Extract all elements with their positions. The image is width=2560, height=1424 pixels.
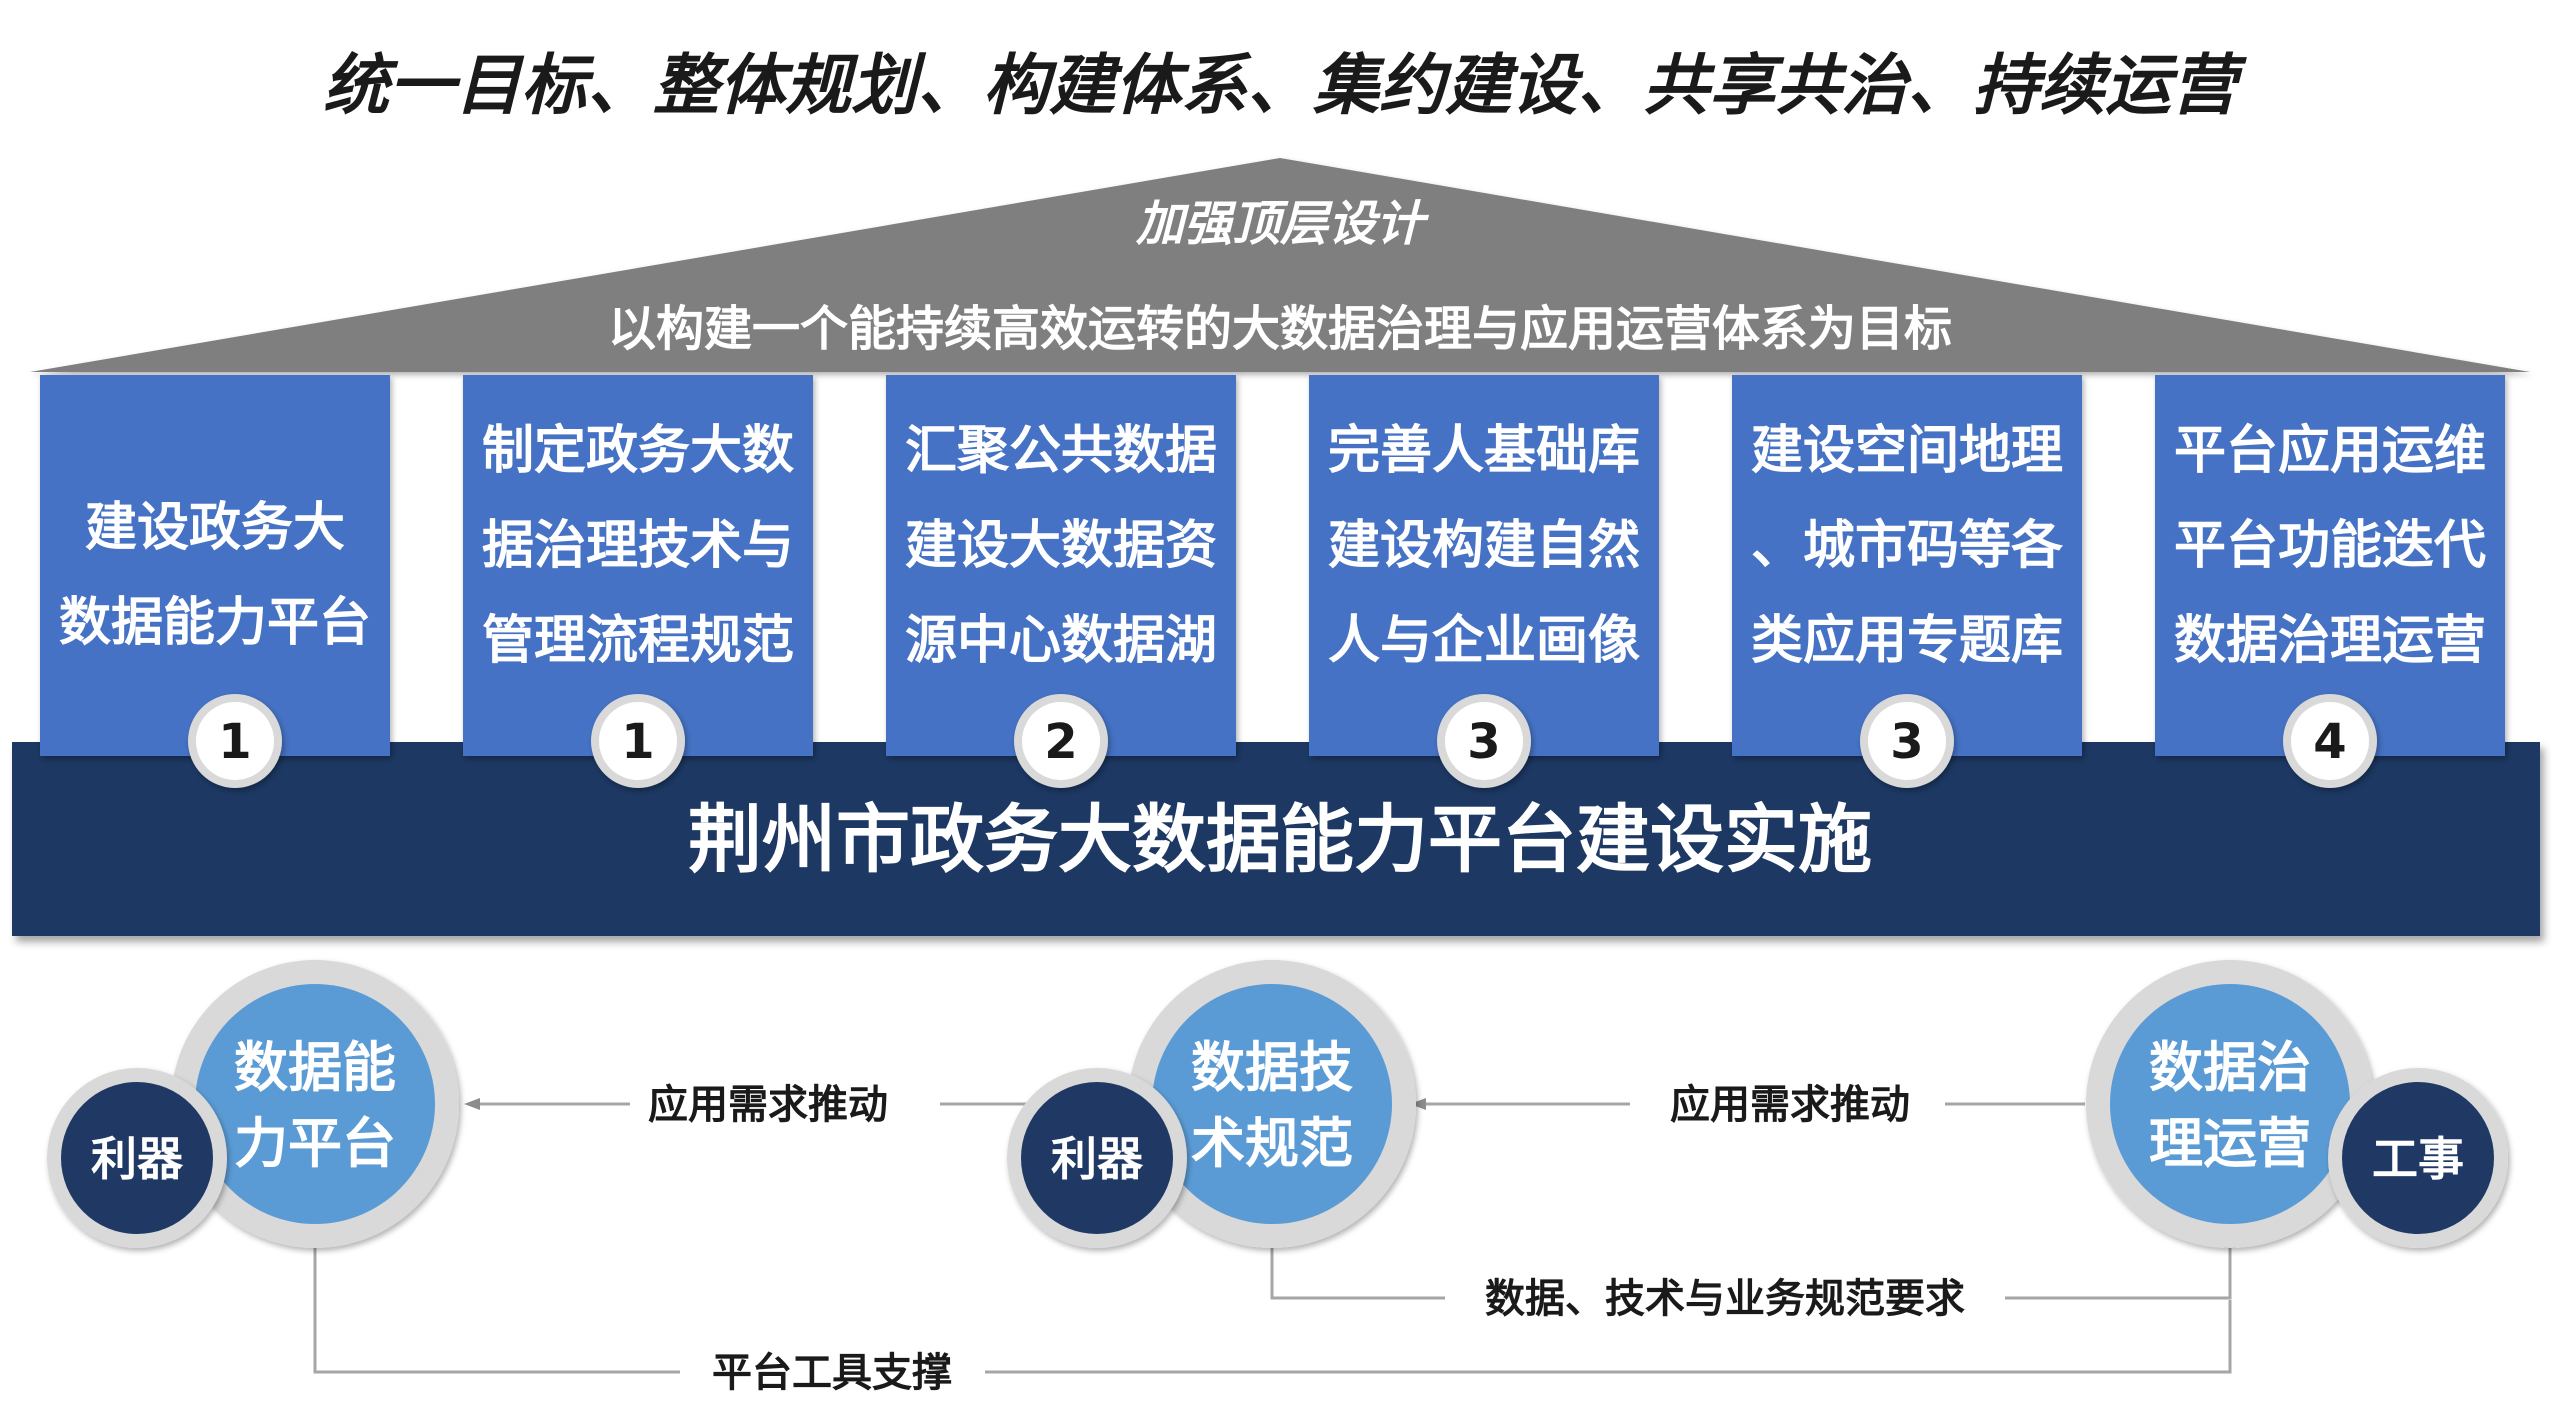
pillar-text-line: 建设构建自然 xyxy=(1328,516,1640,576)
tool-line-b xyxy=(985,1300,2232,1374)
circle-main-disc xyxy=(1152,984,1392,1224)
pillar-number: 1 xyxy=(218,714,251,770)
drive-left-label: 应用需求推动 xyxy=(648,1082,888,1128)
pillar-number: 3 xyxy=(1890,714,1923,770)
pillar-number-disc xyxy=(2291,702,2369,780)
pillar-text-line: 平台功能迭代 xyxy=(2174,516,2486,576)
drive-right-label: 应用需求推动 xyxy=(1670,1082,1910,1128)
pillar-text-line: 管理流程规范 xyxy=(482,611,794,671)
pillar-text-line: 源中心数据湖 xyxy=(905,611,1217,671)
pillar-text-line: 据治理技术与 xyxy=(482,516,794,576)
pillar-box xyxy=(40,375,390,756)
badge-disc xyxy=(1021,1082,1173,1234)
platform-bar xyxy=(12,742,2540,936)
pillar-number: 4 xyxy=(2313,714,2346,770)
pillar-box xyxy=(463,375,813,756)
headline: 统一目标、整体规划、构建体系、集约建设、共享共治、持续运营 xyxy=(323,47,2247,124)
capability-circle: 数据治理运营 工事 xyxy=(2086,960,2508,1248)
platform-bar-label: 荆州市政务大数据能力平台建设实施 xyxy=(688,797,1872,883)
badge-disc xyxy=(61,1082,213,1234)
pillar-box xyxy=(886,375,1236,756)
spec-line-b xyxy=(2005,1232,2236,1300)
pillar-text-line: 汇聚公共数据 xyxy=(905,421,1217,481)
tool-support-label: 平台工具支撑 xyxy=(712,1350,952,1396)
pillar-text-line: 建设政务大 xyxy=(85,498,345,558)
circle-main-text: 术规范 xyxy=(1191,1112,1353,1175)
pillar-number-disc xyxy=(599,702,677,780)
circle-main-text: 数据治 xyxy=(2149,1036,2311,1099)
circle-main-disc xyxy=(195,984,435,1224)
pillar-text-line: 人与企业画像 xyxy=(1328,611,1640,671)
pillar-number-disc xyxy=(1022,702,1100,780)
circle-main-text: 力平台 xyxy=(234,1112,396,1175)
spec-requirement-label: 数据、技术与业务规范要求 xyxy=(1485,1276,1965,1322)
circle-main-disc xyxy=(2110,984,2350,1224)
pillar-text-line: 类应用专题库 xyxy=(1751,611,2063,671)
roof-title: 加强顶层设计 xyxy=(1135,196,1430,252)
circle-main-text: 数据技 xyxy=(1191,1036,1353,1099)
pillar-number: 1 xyxy=(621,714,654,770)
pillar-text-line: 数据治理运营 xyxy=(2174,611,2486,671)
pillar-text-line: 制定政务大数 xyxy=(482,421,794,481)
pillar-number-disc xyxy=(1445,702,1523,780)
pillar-number: 2 xyxy=(1044,714,1077,770)
connectors xyxy=(313,1098,2236,1374)
pillar-box xyxy=(2155,375,2505,756)
badge-text: 利器 xyxy=(91,1132,184,1186)
pillar-number-disc xyxy=(1868,702,1946,780)
circles: 数据能力平台利器数据技术规范利器数据治理运营工事 xyxy=(47,960,2508,1248)
badge-disc xyxy=(2342,1082,2494,1234)
spec-line-a xyxy=(1270,1238,1445,1300)
pillar-box xyxy=(1732,375,2082,756)
pillar-box xyxy=(1309,375,1659,756)
badge-text: 利器 xyxy=(1051,1132,1144,1186)
circle-main-text: 数据能 xyxy=(234,1036,396,1099)
pillar-text-line: 建设空间地理 xyxy=(1751,421,2063,481)
pillar-text-line: 建设大数据资 xyxy=(905,516,1217,576)
pillar-number-disc xyxy=(196,702,274,780)
pillar-number: 3 xyxy=(1467,714,1500,770)
tool-line-a xyxy=(313,1238,680,1374)
pillar-text-line: 平台应用运维 xyxy=(2174,421,2486,481)
pillar-text-line: 、城市码等各 xyxy=(1751,516,2064,576)
pillar-text-line: 完善人基础库 xyxy=(1328,421,1640,481)
circle-main-text: 理运营 xyxy=(2149,1112,2311,1175)
roof-subtitle: 以构建一个能持续高效运转的大数据治理与应用运营体系为目标 xyxy=(608,301,1952,357)
badge-text: 工事 xyxy=(2372,1132,2464,1186)
roof xyxy=(30,158,2530,372)
pillar-text-line: 数据能力平台 xyxy=(59,593,371,653)
